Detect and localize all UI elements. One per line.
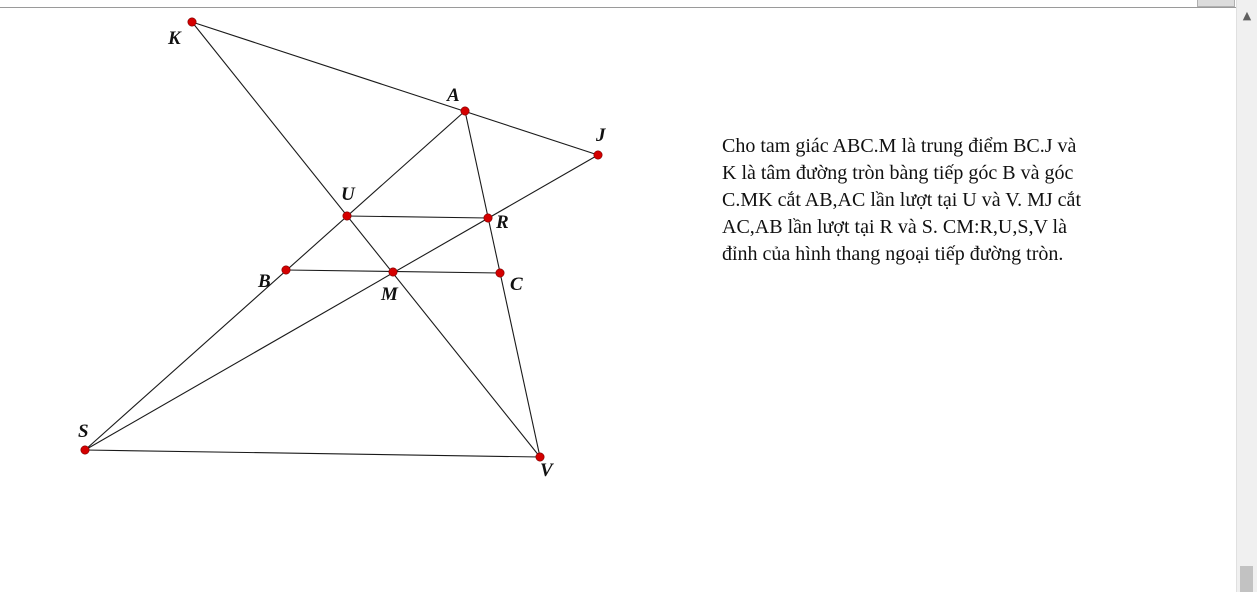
scrollbar-thumb[interactable] [1240,566,1253,592]
chevron-up-icon[interactable]: ▲ [1242,9,1252,22]
point-label-A: A [446,85,460,106]
segment-SV [84,449,541,458]
window-corner-buttons[interactable] [1197,0,1235,7]
segment-SJ [84,154,599,451]
point-U [342,211,352,221]
point-label-M: M [380,284,399,305]
point-B [281,265,291,275]
segment-KJ [191,21,599,156]
point-label-K: K [167,28,182,49]
point-layer [80,17,603,462]
vertical-scrollbar[interactable]: ▲ [1236,0,1257,592]
point-label-B: B [257,271,271,292]
point-label-S: S [78,421,89,442]
window-top-strip [0,0,1237,8]
point-A [460,106,470,116]
point-M [388,267,398,277]
point-R [483,213,493,223]
point-label-U: U [341,184,356,205]
segment-KV [191,21,541,458]
geometry-figure: K A J U R B M C S V [78,17,606,481]
point-S [80,445,90,455]
problem-statement: Cho tam giác ABC.M là trung điểm BC.J và… [722,135,1081,265]
segment-AV [464,110,541,458]
segment-layer [84,21,599,458]
point-V [535,452,545,462]
point-label-V: V [540,460,554,481]
point-J [593,150,603,160]
segment-SA [84,110,466,451]
point-C [495,268,505,278]
point-K [187,17,197,27]
point-label-J: J [595,125,606,146]
point-label-C: C [510,274,523,295]
point-label-R: R [495,212,509,233]
label-layer: K A J U R B M C S V [78,28,606,481]
segment-UR [346,215,489,219]
